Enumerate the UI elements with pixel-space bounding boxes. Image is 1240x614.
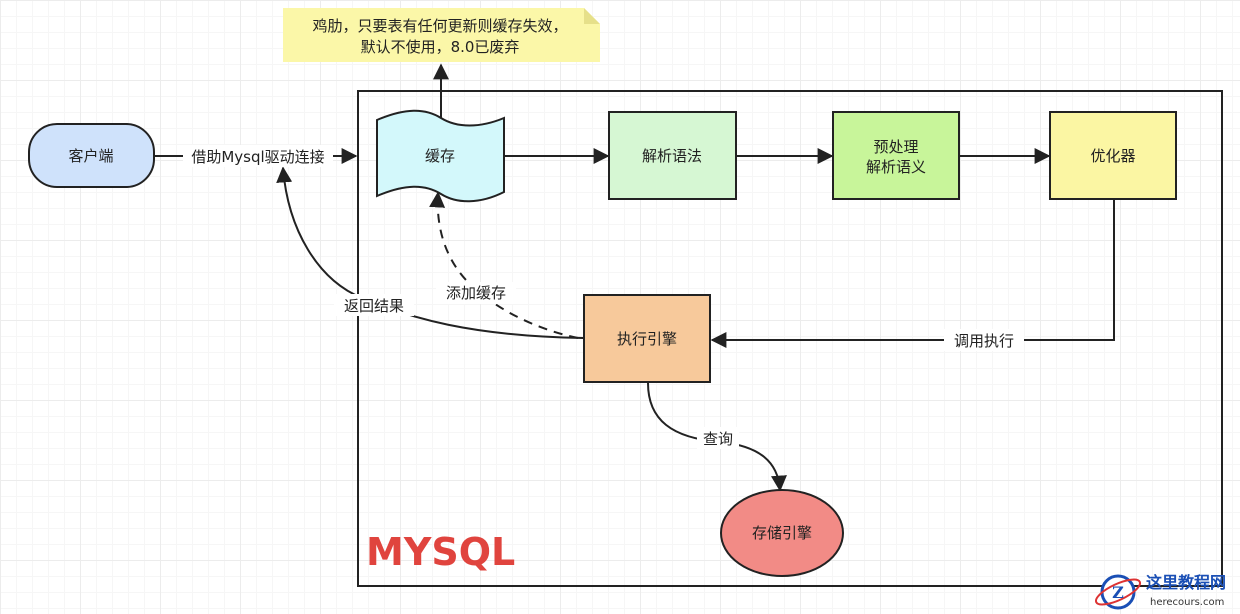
watermark-logo: Z 这里教程网 herecours.com — [1094, 573, 1226, 610]
label-client-to-cache: 借助Mysql驱动连接 — [191, 148, 324, 166]
svg-text:解析语义: 解析语义 — [866, 158, 926, 176]
svg-text:优化器: 优化器 — [1090, 147, 1135, 165]
node-client: 客户端 — [28, 123, 155, 188]
edge-optimizer-to-executor — [710, 200, 1115, 348]
node-storage: 存储引擎 — [720, 489, 844, 577]
edge-executor-to-cache-dashed — [429, 191, 579, 339]
svg-text:预处理: 预处理 — [873, 138, 918, 156]
svg-text:解析语法: 解析语法 — [642, 147, 702, 165]
svg-text:Z: Z — [1112, 583, 1124, 602]
mysql-container — [357, 90, 1223, 587]
cache-note: 鸡肋，只要表有任何更新则缓存失效， 默认不使用，8.0已废弃 — [283, 8, 600, 62]
node-cache: 缓存 — [376, 109, 505, 203]
node-optimizer: 优化器 — [1049, 111, 1177, 200]
svg-text:执行引擎: 执行引擎 — [617, 330, 677, 348]
label-return-result: 返回结果 — [344, 297, 404, 315]
watermark-subtitle: herecours.com — [1150, 597, 1224, 608]
label-query: 查询 — [703, 430, 733, 448]
label-call-execute: 调用执行 — [954, 332, 1014, 350]
label-add-cache: 添加缓存 — [446, 284, 506, 302]
note-shape — [283, 8, 600, 62]
node-preprocessor: 预处理 解析语义 — [832, 111, 960, 200]
node-parser: 解析语法 — [608, 111, 737, 200]
edge-executor-to-client-result — [276, 166, 584, 339]
watermark-title: 这里教程网 — [1146, 573, 1226, 592]
svg-text:客户端: 客户端 — [68, 147, 113, 165]
note-line-1: 鸡肋，只要表有任何更新则缓存失效， — [312, 17, 567, 35]
mysql-container-title: MYSQL — [366, 530, 515, 574]
svg-text:存储引擎: 存储引擎 — [752, 524, 812, 542]
note-line-2: 默认不使用，8.0已废弃 — [361, 38, 520, 56]
node-executor: 执行引擎 — [583, 294, 711, 383]
svg-text:缓存: 缓存 — [425, 147, 455, 165]
